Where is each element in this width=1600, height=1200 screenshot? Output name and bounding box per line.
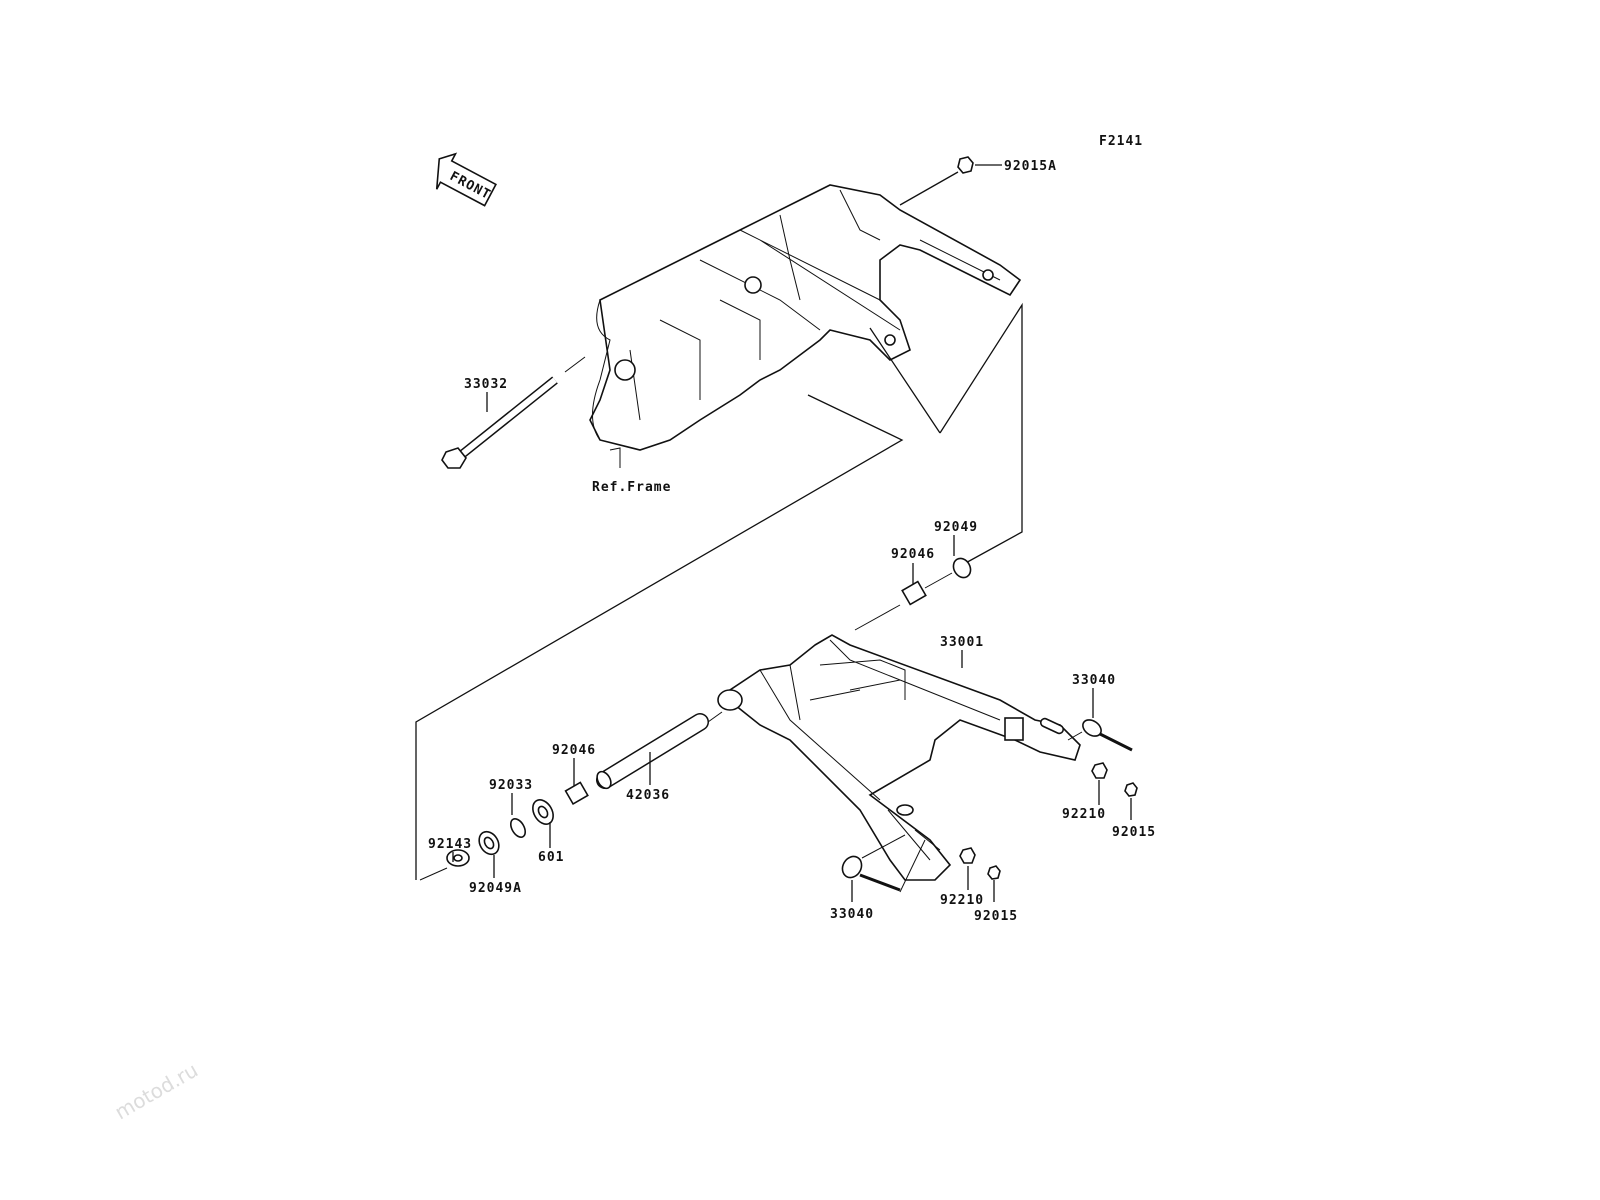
figure-code: F2141 — [1099, 134, 1143, 149]
watermark-layer: motod.ru — [111, 1058, 202, 1125]
label-92049: 92049 — [934, 520, 978, 535]
nut-92015-lower — [987, 865, 1001, 880]
label-33032: 33032 — [464, 377, 508, 392]
nut-92015-right — [1124, 782, 1138, 797]
label-92049A: 92049A — [469, 881, 522, 896]
label-92046-upper: 92046 — [891, 547, 935, 562]
label-33001: 33001 — [940, 635, 984, 650]
label-33040-lower: 33040 — [830, 907, 874, 922]
adjuster-33040-lower — [841, 834, 926, 902]
label-33040-right: 33040 — [1072, 673, 1116, 688]
label-ref-frame: Ref.Frame — [592, 480, 671, 495]
label-92210-lower: 92210 — [940, 893, 984, 908]
label-601: 601 — [538, 850, 564, 865]
frame-drawing — [589, 184, 1022, 468]
label-42036: 42036 — [626, 788, 670, 803]
label-92143: 92143 — [428, 837, 472, 852]
label-92015-right: 92015 — [1112, 825, 1156, 840]
label-92210-right: 92210 — [1062, 807, 1106, 822]
adjuster-33040-right — [1067, 688, 1133, 752]
bearing-92046-lower — [564, 781, 589, 806]
sleeve-42036 — [596, 713, 709, 790]
guide-lines — [415, 302, 1023, 880]
nut-92015A — [899, 156, 1002, 206]
nut-92210-right — [1091, 762, 1108, 779]
label-92015A: 92015A — [1004, 159, 1057, 174]
circlip-92033 — [509, 818, 527, 838]
pivot-shaft-33032 — [441, 356, 586, 469]
label-92033: 92033 — [489, 778, 533, 793]
nut-92210-lower — [959, 847, 976, 864]
label-92046-lower: 92046 — [552, 743, 596, 758]
seal-92049 — [952, 557, 972, 579]
bearing-92046-upper — [901, 580, 927, 606]
label-92015-lower: 92015 — [974, 909, 1018, 924]
watermark-text: motod.ru — [111, 1058, 202, 1125]
front-arrow-icon: FRONT — [435, 152, 497, 207]
swingarm-33001 — [707, 634, 1081, 881]
